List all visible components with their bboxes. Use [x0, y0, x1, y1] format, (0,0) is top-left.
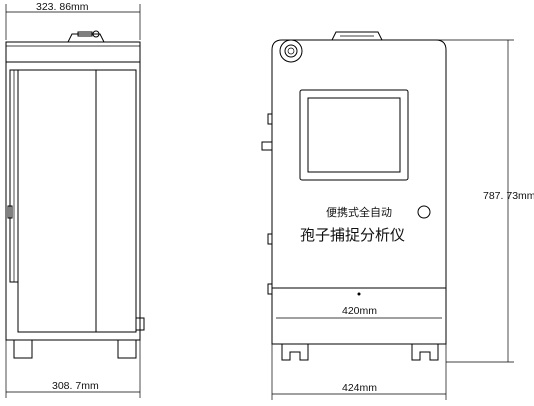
- side-handle-grip: [77, 31, 93, 37]
- side-connector-icon: [135, 317, 145, 331]
- side-top-cap: [5, 41, 141, 63]
- left-port-1-icon: [267, 113, 273, 125]
- side-panel-left: [17, 69, 97, 333]
- front-outer-dim-label: 424mm: [342, 382, 377, 394]
- left-port-4-icon: [267, 283, 273, 295]
- left-port-2-icon: [261, 141, 273, 151]
- side-top-dim-label: 323. 86mm: [36, 1, 89, 13]
- left-port-3-icon: [267, 233, 273, 245]
- side-foot-left: [13, 339, 33, 359]
- screen-display[interactable]: [307, 97, 401, 173]
- front-view: 便携式全自动 孢子捕捉分析仪 420mm 424mm 787. 73mm: [261, 31, 534, 400]
- side-latch-icon: [7, 205, 13, 219]
- screen-frame: [299, 89, 409, 181]
- side-handle-icon: [67, 33, 105, 43]
- fan-icon: [279, 39, 303, 63]
- height-dim-label: 787. 73mm: [483, 190, 534, 202]
- lower-indicator-dot: [357, 292, 361, 296]
- side-view: 323. 86mm 308. 7mm: [5, 1, 145, 398]
- device-label-line2: 孢子捕捉分析仪: [300, 226, 405, 244]
- side-body: [5, 61, 141, 341]
- fan-center-icon: [287, 47, 295, 55]
- side-panel-right: [95, 69, 137, 333]
- front-cabinet: [271, 39, 447, 288]
- device-label-line1: 便携式全自动: [326, 205, 392, 219]
- front-foot-right: [411, 344, 439, 361]
- fan-inner-icon: [284, 44, 298, 58]
- side-foot-right: [117, 339, 137, 359]
- power-button[interactable]: [417, 205, 431, 219]
- side-bottom-dim-label: 308. 7mm: [52, 380, 99, 392]
- front-inner-dim-label: 420mm: [342, 305, 377, 317]
- front-lower-compartment: [271, 287, 447, 345]
- front-foot-left: [281, 344, 309, 361]
- side-handle-knob: [92, 30, 100, 38]
